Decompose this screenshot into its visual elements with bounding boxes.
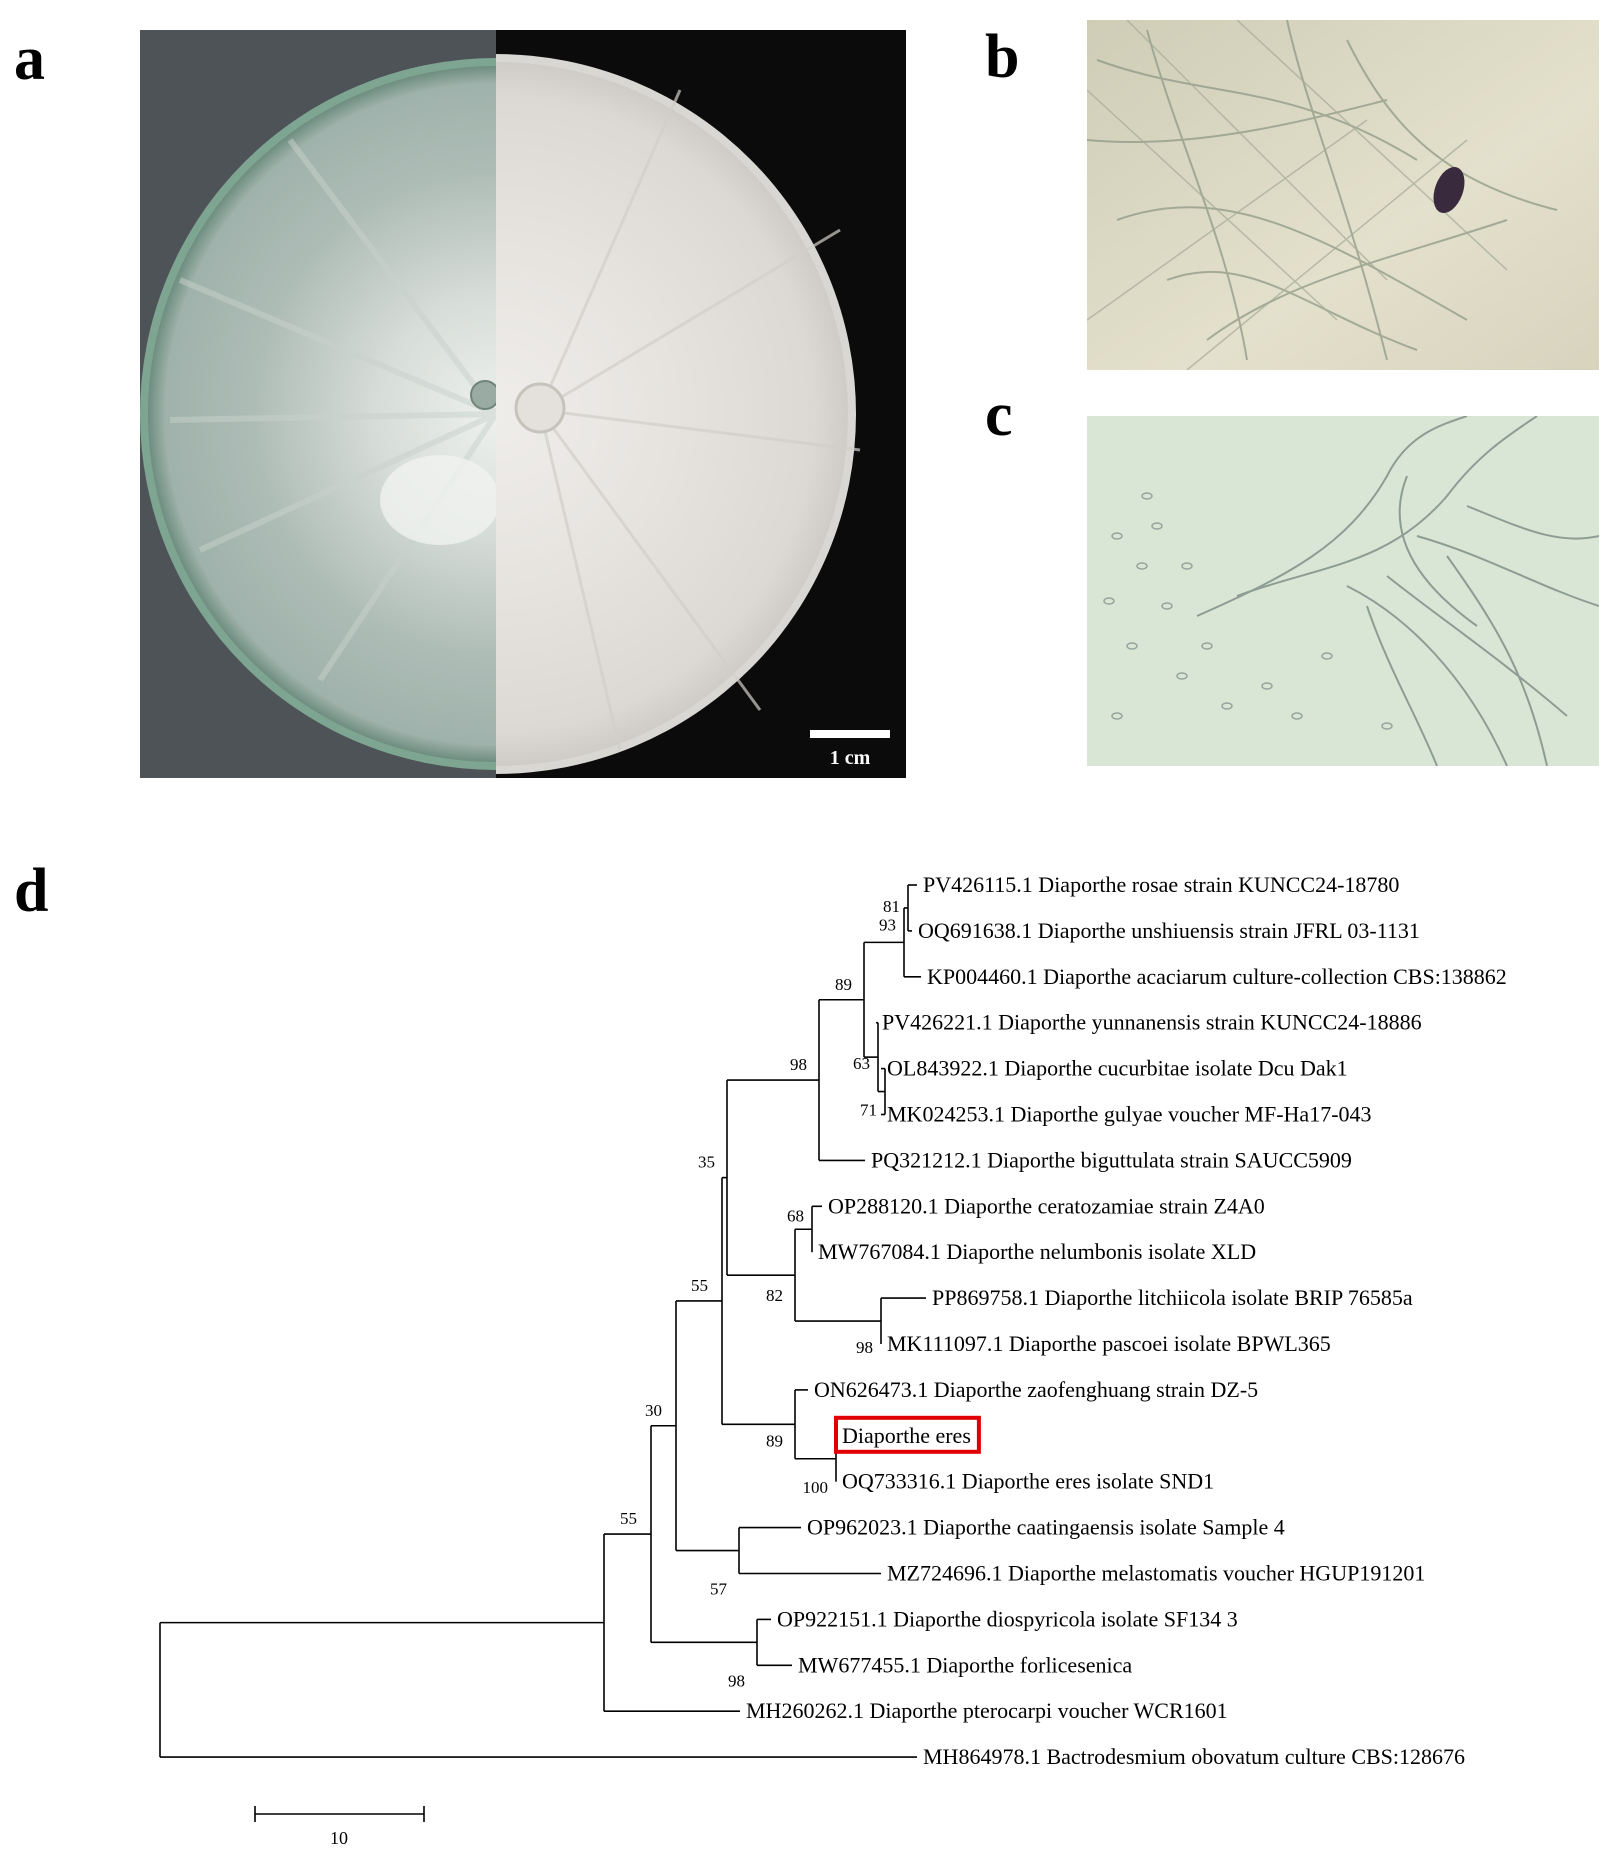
bootstrap-value: 81 <box>883 897 900 916</box>
taxon-label: MW677455.1 Diaporthe forlicesenica <box>798 1652 1132 1677</box>
panel-a-culture-photo: 1 cm <box>140 30 906 778</box>
taxon-label: OL843922.1 Diaporthe cucurbitae isolate … <box>887 1056 1348 1081</box>
phylogenetic-tree: PV426115.1 Diaporthe rosae strain KUNCC2… <box>159 872 1507 1848</box>
taxon-label: OP922151.1 Diaporthe diospyricola isolat… <box>777 1606 1238 1631</box>
bootstrap-value: 98 <box>728 1671 745 1690</box>
bootstrap-value: 63 <box>853 1054 870 1073</box>
taxon-label: MZ724696.1 Diaporthe melastomatis vouche… <box>887 1561 1425 1586</box>
panel-c-micrograph <box>1087 416 1599 766</box>
bootstrap-value: 30 <box>645 1401 662 1420</box>
taxon-label: OQ733316.1 Diaporthe eres isolate SND1 <box>842 1469 1214 1494</box>
bootstrap-value: 93 <box>879 915 896 934</box>
tree-scale-label: 10 <box>330 1828 348 1848</box>
taxon-label: PQ321212.1 Diaporthe biguttulata strain … <box>871 1147 1352 1172</box>
taxon-label: PP869758.1 Diaporthe litchiicola isolate… <box>932 1285 1413 1310</box>
taxon-label: MW767084.1 Diaporthe nelumbonis isolate … <box>818 1239 1256 1264</box>
bootstrap-value: 82 <box>766 1286 783 1305</box>
highlight-box <box>834 1415 981 1454</box>
tree-taxon-labels: PV426115.1 Diaporthe rosae strain KUNCC2… <box>746 872 1507 1769</box>
taxon-label: MH260262.1 Diaporthe pterocarpi voucher … <box>746 1698 1228 1723</box>
panel-a-scale-label: 1 cm <box>830 747 871 769</box>
bootstrap-value: 68 <box>787 1206 804 1225</box>
micrograph-b-illustration <box>1087 20 1599 370</box>
taxon-label: Diaporthe eres <box>842 1423 971 1448</box>
taxon-label: PV426115.1 Diaporthe rosae strain KUNCC2… <box>923 872 1399 897</box>
bootstrap-value: 98 <box>790 1055 807 1074</box>
taxon-label: PV426221.1 Diaporthe yunnanensis strain … <box>882 1010 1422 1035</box>
bootstrap-value: 98 <box>856 1338 873 1357</box>
bootstrap-value: 71 <box>860 1101 877 1120</box>
bootstrap-value: 55 <box>620 1509 637 1528</box>
bootstrap-value: 55 <box>691 1276 708 1295</box>
panel-d-letter: d <box>14 857 49 925</box>
bootstrap-value: 89 <box>766 1431 783 1450</box>
taxon-label: OQ691638.1 Diaporthe unshiuensis strain … <box>918 918 1420 943</box>
bootstrap-value: 35 <box>698 1153 715 1172</box>
panel-c-letter: c <box>985 381 1013 449</box>
bootstrap-value: 89 <box>835 975 852 994</box>
micrograph-c-illustration <box>1087 416 1599 766</box>
culture-plate-illustration: 1 cm <box>140 30 906 778</box>
taxon-label: MH864978.1 Bactrodesmium obovatum cultur… <box>923 1744 1465 1769</box>
taxon-label: OP962023.1 Diaporthe caatingaensis isola… <box>807 1515 1285 1540</box>
panel-a-scale-bar <box>810 730 890 738</box>
panel-a-letter: a <box>14 25 45 93</box>
panel-b-letter: b <box>985 23 1020 91</box>
bootstrap-value: 57 <box>710 1580 728 1599</box>
tree-branches <box>159 884 926 1758</box>
taxon-label: ON626473.1 Diaporthe zaofenghuang strain… <box>814 1377 1258 1402</box>
taxon-label: MK024253.1 Diaporthe gulyae voucher MF-H… <box>887 1102 1372 1127</box>
panel-b-micrograph <box>1087 20 1599 370</box>
taxon-label: KP004460.1 Diaporthe acaciarum culture-c… <box>927 964 1507 989</box>
taxon-label: OP288120.1 Diaporthe ceratozamiae strain… <box>828 1193 1265 1218</box>
bootstrap-value: 100 <box>803 1478 829 1497</box>
tree-scale-bar: 10 <box>254 1806 425 1848</box>
taxon-label: MK111097.1 Diaporthe pascoei isolate BPW… <box>887 1331 1331 1356</box>
